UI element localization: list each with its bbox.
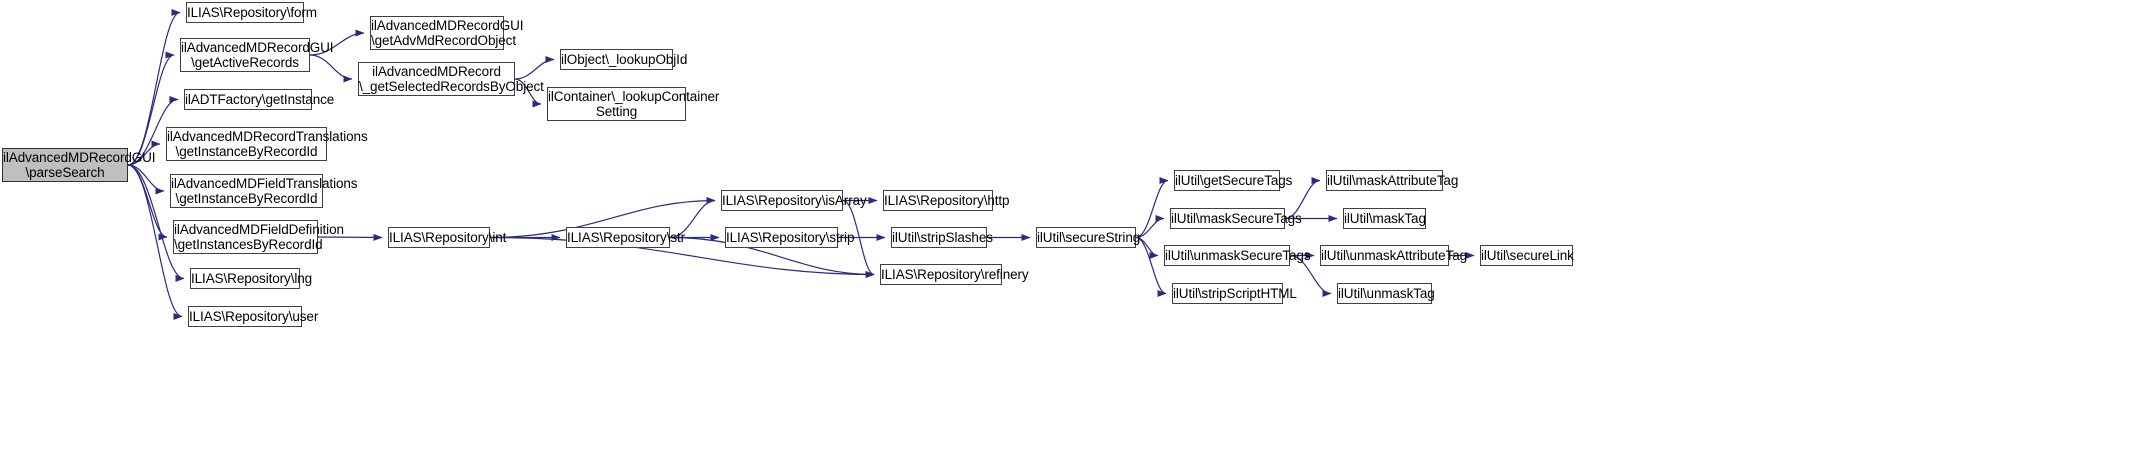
graph-node-ilutil-stripscripthtml[interactable]: ilUtil\stripScriptHTML xyxy=(1172,283,1297,304)
graph-node-label: ilUtil\getSecureTags xyxy=(1175,172,1293,188)
graph-node-label: ILIAS\Repository\http xyxy=(884,192,1010,208)
graph-node-label: ilUtil\secureLink xyxy=(1481,247,1574,263)
graph-edge-iladvancedmdrecordgui-parsesearch-to-iladvancedmdfieldtranslations-getinstancebyrecordid xyxy=(127,164,165,195)
graph-node-ilutil-securestring[interactable]: ilUtil\secureString xyxy=(1036,227,1141,248)
graph-node-label: ILIAS\Repository\str xyxy=(567,229,686,245)
graph-node-label: ILIAS\Repository\strip xyxy=(726,229,855,245)
graph-node-ilutil-unmasktag[interactable]: ilUtil\unmaskTag xyxy=(1337,283,1435,304)
graph-node-label: ilUtil\stripScriptHTML xyxy=(1173,285,1297,301)
graph-node-label: ILIAS\Repository\int xyxy=(389,229,507,245)
graph-node-label: ilAdvancedMDRecordGUI \getAdvMdRecordObj… xyxy=(371,17,524,49)
graph-node-label: ilUtil\unmaskTag xyxy=(1338,285,1435,301)
graph-node-iladvancedmdfielddefinition-getinstancesbyrecordid[interactable]: ilAdvancedMDFieldDefinition \getInstance… xyxy=(173,220,344,254)
graph-node-label: ilAdvancedMDRecord \_getSelectedRecordsB… xyxy=(359,63,544,95)
graph-node-ilutil-maskattributetag[interactable]: ilUtil\maskAttributeTag xyxy=(1326,170,1459,191)
graph-node-ilias-repository-isarray[interactable]: ILIAS\Repository\isArray xyxy=(721,190,867,211)
graph-node-label: ilAdvancedMDRecordGUI \parseSearch xyxy=(3,149,156,181)
graph-node-label: ILIAS\Repository\refinery xyxy=(881,266,1029,282)
graph-node-ilias-repository-str[interactable]: ILIAS\Repository\str xyxy=(566,227,686,248)
graph-node-ilutil-masksecuretags[interactable]: ilUtil\maskSecureTags xyxy=(1170,208,1302,229)
graph-node-ilias-repository-user[interactable]: ILIAS\Repository\user xyxy=(188,306,319,327)
graph-node-label: ILIAS\Repository\form xyxy=(187,4,317,20)
graph-node-label: ilUtil\secureString xyxy=(1037,229,1141,245)
graph-node-iladvancedmdrecordgui-parsesearch[interactable]: ilAdvancedMDRecordGUI \parseSearch xyxy=(2,148,156,182)
graph-node-ilutil-unmaskattributetag[interactable]: ilUtil\unmaskAttributeTag xyxy=(1320,245,1468,266)
graph-edge-ilutil-securestring-to-ilutil-masksecuretags xyxy=(1135,215,1165,239)
graph-node-label: ilUtil\stripSlashes xyxy=(892,229,993,245)
graph-node-ilutil-getsecuretags[interactable]: ilUtil\getSecureTags xyxy=(1174,170,1293,191)
graph-node-ilutil-stripslashes[interactable]: ilUtil\stripSlashes xyxy=(891,227,993,248)
graph-node-ilias-repository-strip[interactable]: ILIAS\Repository\strip xyxy=(725,227,855,248)
graph-node-label: ilAdvancedMDFieldDefinition \getInstance… xyxy=(174,221,344,253)
graph-node-iladvancedmdfieldtranslations-getinstancebyrecordid[interactable]: ilAdvancedMDFieldTranslations \getInstan… xyxy=(170,174,358,208)
graph-node-label: ilUtil\maskAttributeTag xyxy=(1327,172,1459,188)
graph-node-ilutil-securelink[interactable]: ilUtil\secureLink xyxy=(1480,245,1574,266)
graph-node-label: ilObject\_lookupObjId xyxy=(561,51,688,67)
graph-node-label: ilUtil\maskSecureTags xyxy=(1171,210,1302,226)
graph-node-ilobject-lookupobjid[interactable]: ilObject\_lookupObjId xyxy=(560,49,688,70)
graph-node-label: ILIAS\Repository\lng xyxy=(191,270,313,286)
graph-node-label: ILIAS\Repository\user xyxy=(189,308,319,324)
graph-edge-iladvancedmdrecord-getselectedrecordsbyobject-to-ilobject-lookupobjid xyxy=(514,56,555,80)
graph-edge-iladvancedmdfielddefinition-getinstancesbyrecordid-to-ilias-repository-int xyxy=(317,233,383,241)
graph-node-label: ilAdvancedMDRecordGUI \getActiveRecords xyxy=(181,39,334,71)
graph-node-ilutil-unmasksecuretags[interactable]: ilUtil\unmaskSecureTags xyxy=(1164,245,1311,266)
graph-node-label: ilADTFactory\getInstance xyxy=(185,91,335,107)
graph-node-label: ilUtil\unmaskAttributeTag xyxy=(1321,247,1468,263)
graph-node-label: ILIAS\Repository\isArray xyxy=(722,192,867,208)
graph-node-label: ilAdvancedMDFieldTranslations \getInstan… xyxy=(171,175,358,207)
graph-edge-iladvancedmdrecordgui-getactiverecords-to-iladvancedmdrecord-getselectedrecordsbyobject xyxy=(309,54,353,83)
graph-node-iladvancedmdrecordtranslations-getinstancebyrecordid[interactable]: ilAdvancedMDRecordTranslations \getInsta… xyxy=(166,127,368,161)
graph-node-ilias-repository-int[interactable]: ILIAS\Repository\int xyxy=(388,227,507,248)
graph-node-ilutil-masktag[interactable]: ilUtil\maskTag xyxy=(1343,208,1426,229)
graph-node-iladvancedmdrecord-getselectedrecordsbyobject[interactable]: ilAdvancedMDRecord \_getSelectedRecordsB… xyxy=(358,62,544,96)
graph-node-ilias-repository-lng[interactable]: ILIAS\Repository\lng xyxy=(190,268,313,289)
graph-node-label: ilAdvancedMDRecordTranslations \getInsta… xyxy=(167,128,368,160)
graph-node-iladvancedmdrecordgui-getadvmdrecordobject[interactable]: ilAdvancedMDRecordGUI \getAdvMdRecordObj… xyxy=(370,16,524,50)
graph-node-iladvancedmdrecordgui-getactiverecords[interactable]: ilAdvancedMDRecordGUI \getActiveRecords xyxy=(180,38,334,72)
graph-node-label: ilContainer\_lookupContainer Setting xyxy=(548,88,720,120)
graph-edge-iladvancedmdrecordgui-parsesearch-to-iladvancedmdfielddefinition-getinstancesbyrecordid xyxy=(127,164,168,241)
graph-node-ilcontainer-lookupcontainer-setting[interactable]: ilContainer\_lookupContainer Setting xyxy=(547,87,720,121)
graph-node-ilias-repository-form[interactable]: ILIAS\Repository\form xyxy=(186,2,317,23)
graph-edge-ilutil-securestring-to-ilutil-getsecuretags xyxy=(1135,177,1169,239)
graph-node-label: ilUtil\maskTag xyxy=(1344,210,1426,226)
graph-node-label: ilUtil\unmaskSecureTags xyxy=(1165,247,1311,263)
graph-node-iladtfactory-getinstance[interactable]: ilADTFactory\getInstance xyxy=(184,89,335,110)
graph-edge-ilutil-securestring-to-ilutil-stripscripthtml xyxy=(1135,236,1167,297)
graph-node-ilias-repository-http[interactable]: ILIAS\Repository\http xyxy=(883,190,1010,211)
graph-node-ilias-repository-refinery[interactable]: ILIAS\Repository\refinery xyxy=(880,264,1029,285)
